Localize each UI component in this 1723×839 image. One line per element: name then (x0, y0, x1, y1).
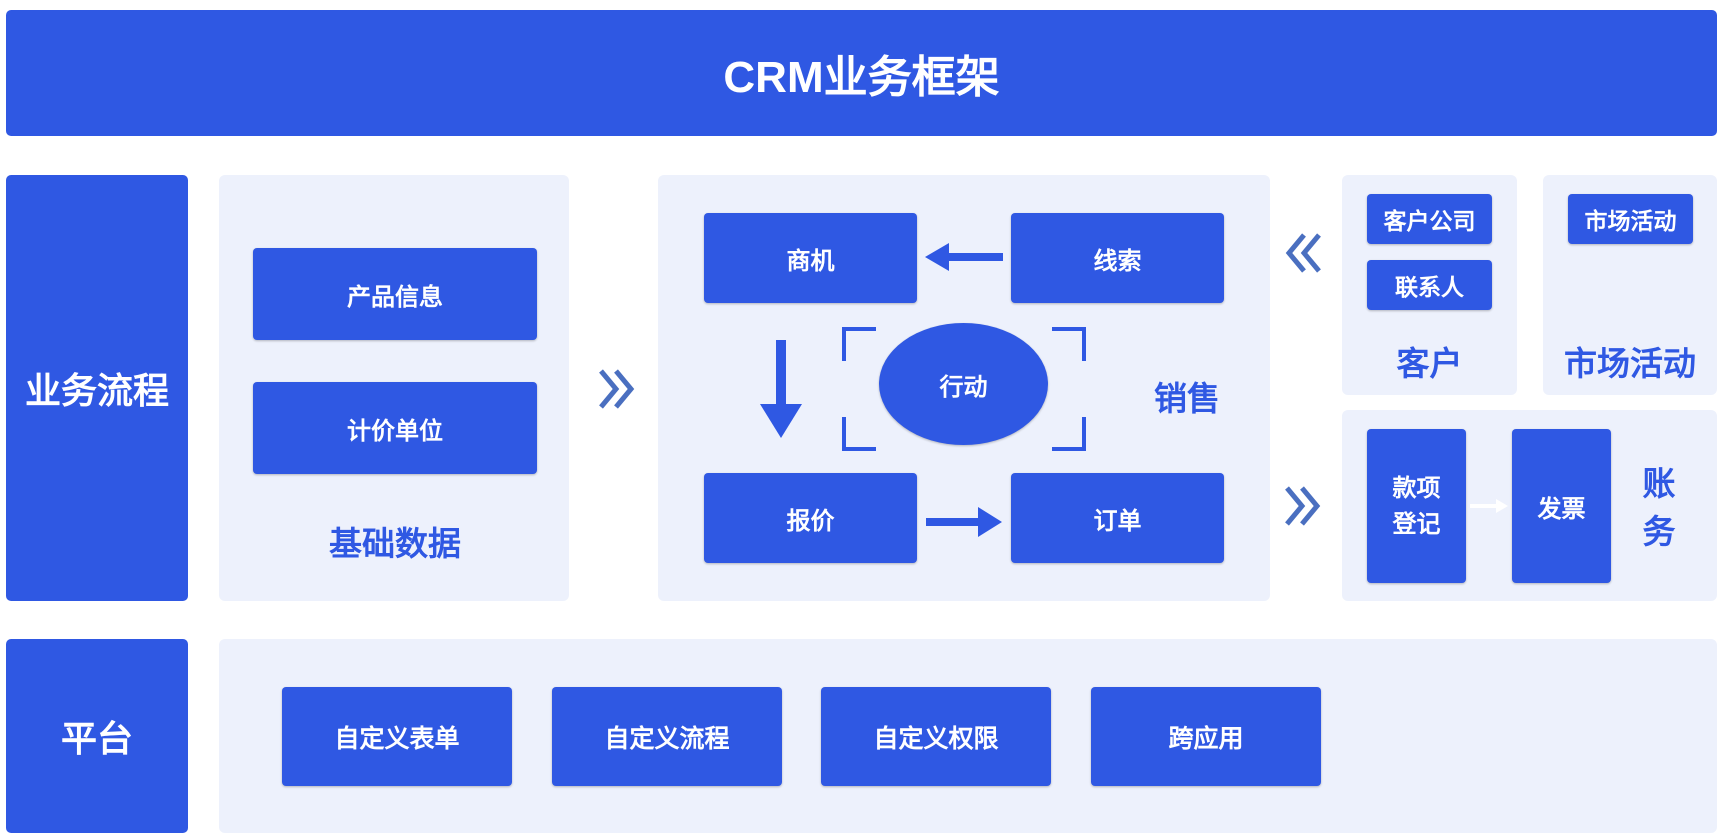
marketing-title: 市场活动 (1564, 344, 1696, 383)
payment-line-2: 登记 (1392, 510, 1441, 538)
account-title: 账 务 (1637, 460, 1681, 556)
double-chevron-left-icon (1285, 233, 1321, 273)
header-banner: CRM业务框架 (6, 10, 1717, 136)
custom-flow-box: 自定义流程 (552, 687, 782, 786)
arrow-right-icon (1470, 499, 1508, 513)
customer-company-box: 客户公司 (1367, 194, 1492, 244)
invoice-box: 发票 (1512, 429, 1611, 583)
opportunity-box: 商机 (704, 213, 917, 303)
marketing-activity-box: 市场活动 (1568, 194, 1693, 244)
account-title-line-2: 务 (1642, 511, 1676, 551)
order-box: 订单 (1011, 473, 1224, 563)
lead-box: 线索 (1011, 213, 1224, 303)
customer-title: 客户 (1396, 344, 1463, 383)
business-process-label-box: 业务流程 (6, 175, 188, 601)
page-title: CRM业务框架 (723, 53, 1000, 102)
base-data-title: 基础数据 (329, 524, 461, 563)
account-title-line-1: 账 (1642, 464, 1676, 503)
double-chevron-right-icon (1285, 486, 1321, 526)
quote-box: 报价 (704, 473, 917, 563)
focus-bracket-icon (842, 327, 1086, 451)
arrow-left-icon (925, 243, 1003, 271)
platform-label: 平台 (60, 719, 133, 760)
arrow-right-icon (926, 507, 1002, 537)
sales-title: 销售 (1154, 379, 1220, 418)
product-info-box: 产品信息 (253, 248, 537, 340)
action-label: 行动 (939, 372, 988, 401)
payment-registration-box: 款项 登记 (1367, 429, 1466, 583)
custom-form-box: 自定义表单 (282, 687, 512, 786)
pricing-unit-box: 计价单位 (253, 382, 537, 474)
custom-permission-box: 自定义权限 (821, 687, 1051, 786)
cross-app-box: 跨应用 (1091, 687, 1321, 786)
business-process-label: 业务流程 (24, 371, 169, 412)
payment-line-1: 款项 (1392, 474, 1441, 502)
platform-label-box: 平台 (6, 639, 188, 833)
action-ellipse: 行动 (879, 323, 1048, 445)
double-chevron-right-icon (599, 369, 635, 409)
contact-box: 联系人 (1367, 260, 1492, 310)
arrow-down-icon (760, 340, 802, 438)
